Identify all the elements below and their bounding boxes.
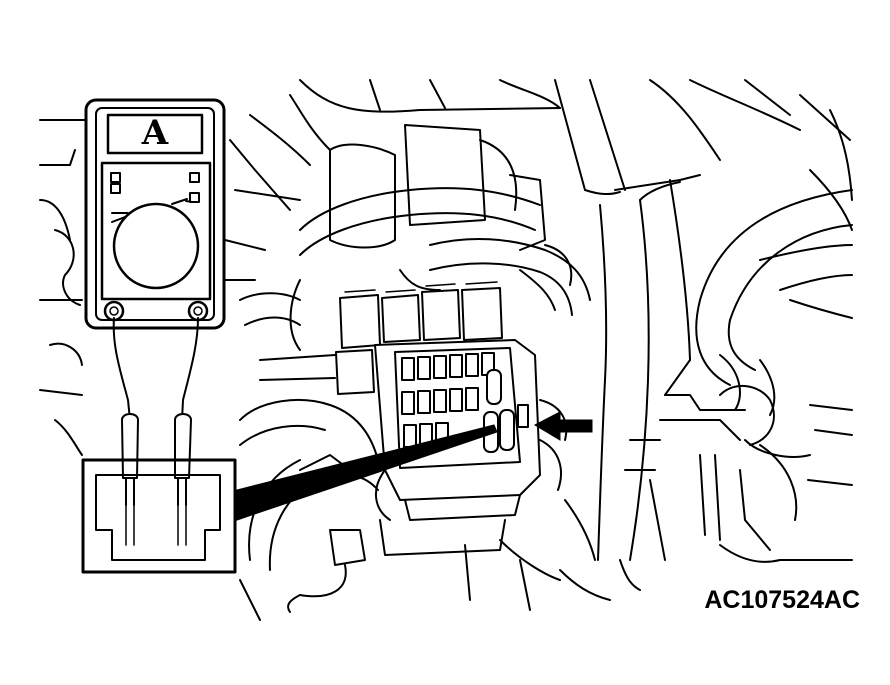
multimeter <box>84 98 226 330</box>
meter-display <box>106 113 204 155</box>
left-background-lines <box>39 119 291 456</box>
figure-code: AC107524AC <box>704 586 860 614</box>
fuse-rows <box>401 352 529 453</box>
meter-dial <box>112 202 200 290</box>
relay-blocks <box>335 281 503 395</box>
probe-left <box>121 413 139 479</box>
left-arrow-icon <box>533 411 593 441</box>
meter-mode-label: A <box>141 113 169 153</box>
target-fuse <box>517 404 529 428</box>
wire-harness <box>234 94 591 381</box>
fuse-connector-detail <box>81 458 237 574</box>
meter-leads <box>112 317 199 506</box>
callout-wedge <box>236 424 498 521</box>
probe-right <box>174 413 192 479</box>
fuse-row-2 <box>401 387 479 415</box>
fuse-row-1 <box>401 352 502 405</box>
vehicle-background-lines <box>299 79 853 601</box>
